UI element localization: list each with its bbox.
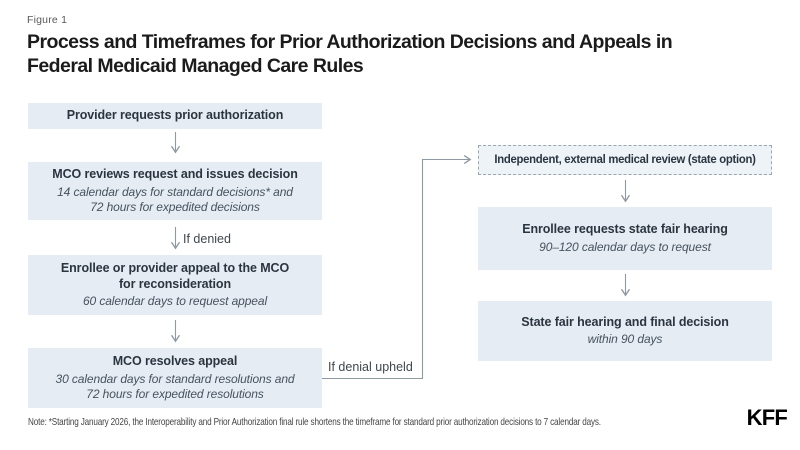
label-if-denial-upheld: If denial upheld [328, 360, 413, 374]
flow-box-fair-hearing-decision: State fair hearing and final decision wi… [478, 301, 772, 361]
page-title-line2: Federal Medicaid Managed Care Rules [27, 54, 364, 77]
flow-box-mco-appeal: Enrollee or provider appeal to the MCO f… [28, 255, 322, 315]
figure-label: Figure 1 [27, 14, 68, 26]
box-title: Provider requests prior authorization [66, 108, 284, 123]
box-detail: 60 calendar days to request appeal [82, 294, 268, 308]
box-detail: 72 hours for expedited resolutions [86, 386, 264, 401]
box-title: Enrollee or provider appeal to the MCO f… [61, 261, 289, 292]
box-detail: 14 calendar days for standard decisions*… [57, 184, 293, 199]
page-title-line1: Process and Timeframes for Prior Authori… [27, 31, 673, 53]
box-title: Independent, external medical review (st… [494, 152, 756, 167]
box-detail: 90–120 calendar days to request [539, 239, 711, 254]
box-title: Enrollee requests state fair hearing [522, 222, 728, 237]
box-title-line1: Enrollee or provider appeal to the MCO [60, 261, 290, 275]
footnote: Note: *Starting January 2026, the Intero… [28, 417, 601, 428]
kff-logo: KFF [746, 405, 788, 430]
flow-box-mco-review: MCO reviews request and issues decision … [28, 162, 322, 220]
flow-box-fair-hearing-request: Enrollee requests state fair hearing 90–… [478, 207, 772, 270]
flow-box-provider-request: Provider requests prior authorization [28, 103, 322, 129]
box-detail: 72 hours for expedited decisions [90, 199, 260, 214]
flow-box-mco-resolution: MCO resolves appeal 30 calendar days for… [28, 348, 322, 408]
box-detail: within 90 days [587, 332, 663, 347]
box-title: MCO resolves appeal [112, 354, 238, 369]
box-title-line2: for reconsideration [118, 276, 231, 291]
page-title: Process and Timeframes for Prior Authori… [27, 31, 787, 78]
connector-denial-upheld-elbow [322, 155, 472, 380]
box-title: MCO reviews request and issues decision [52, 167, 298, 182]
flow-box-external-review: Independent, external medical review (st… [478, 145, 772, 175]
box-title: State fair hearing and final decision [521, 314, 729, 329]
label-if-denied: If denied [183, 232, 231, 246]
box-detail: 30 calendar days for standard resolution… [55, 371, 295, 386]
